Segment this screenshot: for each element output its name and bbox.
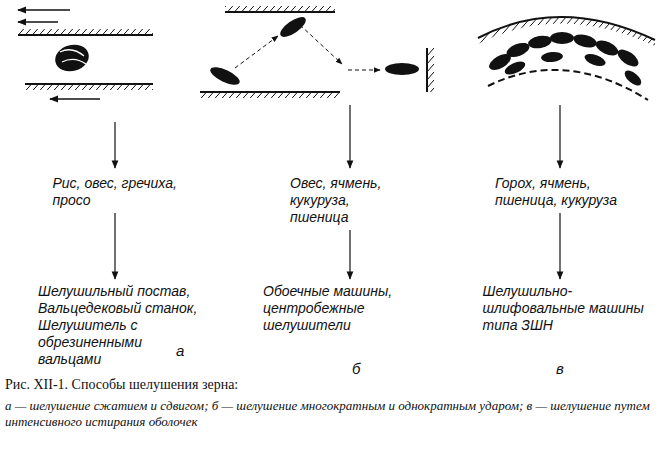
grain-text-node: Шелушильно-шлифовальные машины типа ЗШН <box>483 283 648 334</box>
node-text: Горох, ячмень, пшеница, кукуруза <box>495 175 625 209</box>
variant-letter: а <box>176 342 184 359</box>
node-text: Рис, овес, гречиха, просо <box>53 175 178 209</box>
node-text: Овес, ячмень, кукуруза, пшеница <box>290 175 410 226</box>
variant-letter: б <box>352 360 360 377</box>
figure-caption: Рис. XII-1. Способы шелушения зерна: <box>5 377 238 393</box>
variant-letter: в <box>556 360 564 377</box>
node-text: Шелушильный постав, Вальцедековый станок… <box>38 283 198 368</box>
grain-text-node: Обоечные машины, центробежные шелушители <box>263 283 433 334</box>
caption-note: а — шелушение сжатием и сдвигом; б — шел… <box>5 398 660 430</box>
grain-text-node: Горох, ячмень, пшеница, кукуруза <box>495 175 625 209</box>
impact-scheme <box>200 6 434 168</box>
grain-text-node: Рис, овес, гречиха, просо <box>53 175 178 209</box>
node-text: Шелушильно-шлифовальные машины типа ЗШН <box>483 283 648 334</box>
flow-arrow <box>349 230 350 279</box>
shear-scheme <box>18 10 153 168</box>
flow-arrow <box>559 213 560 279</box>
grain-text-node: Овес, ячмень, кукуруза, пшеница <box>290 175 410 226</box>
grain-text-node: Шелушильный постав, Вальцедековый станок… <box>38 283 198 368</box>
flow-arrow <box>114 213 115 279</box>
node-text: Обоечные машины, центробежные шелушители <box>263 283 433 334</box>
abrasion-scheme <box>478 17 655 168</box>
